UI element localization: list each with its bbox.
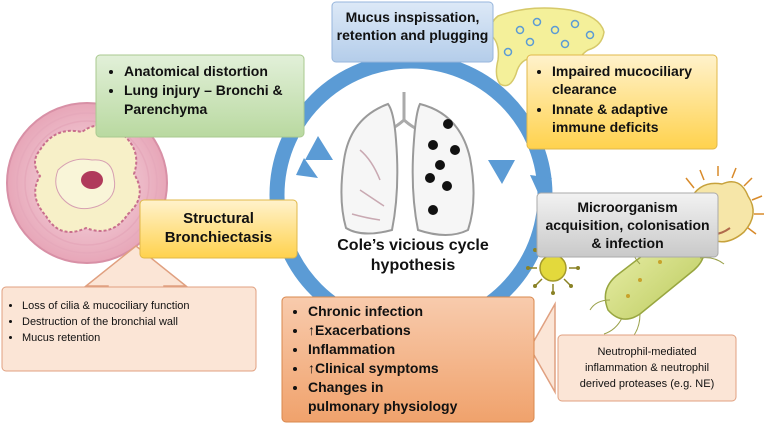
lesion-dot: [442, 181, 452, 191]
mucus-box: Mucus inspissation, retention and pluggi…: [332, 8, 493, 44]
center-title-line1: Cole’s vicious cycle: [337, 237, 489, 254]
loss-item: Mucus retention: [22, 330, 254, 346]
cycle-arrow-right: [488, 160, 515, 184]
lesion-dot: [428, 205, 438, 215]
chronic-item: ↑Exacerbations: [308, 321, 458, 340]
neutrophil-box-bg: [557, 334, 737, 402]
bronchial-cross-section-icon: [6, 102, 168, 264]
loss-item: Destruction of the bronchial wall: [22, 314, 254, 330]
lungs-icon: [340, 92, 475, 236]
lesion-dot: [428, 140, 438, 150]
structural-line2: Bronchiectasis: [164, 229, 273, 246]
chronic-box: Chronic infection ↑Exacerbations Inflamm…: [288, 302, 458, 416]
center-title-line2: hypothesis: [370, 257, 456, 274]
cycle-circle: [269, 53, 553, 337]
cycle-arrow-west: [296, 158, 318, 178]
lesion-dot: [425, 173, 435, 183]
cycle-arrow-left: [305, 136, 333, 160]
micro-line2: acquisition, colonisation: [545, 217, 710, 233]
structural-box: Structural Bronchiectasis: [140, 209, 297, 247]
anatomical-item: Anatomical distortion: [124, 62, 300, 81]
chronic-item: Changes in pulmonary physiology: [308, 378, 458, 416]
mucus-line2: retention and plugging: [336, 27, 489, 43]
impaired-box: Impaired mucociliary clearance Innate & …: [532, 62, 714, 136]
chronic-item: ↑Clinical symptoms: [308, 359, 458, 378]
structural-box-bg: [139, 199, 298, 259]
center-title: Cole’s vicious cycle hypothesis: [328, 236, 498, 276]
anatomical-box-bg: [95, 54, 305, 138]
chronic-box-bg: [281, 296, 535, 423]
lesion-dot: [450, 145, 460, 155]
lesion-dot: [443, 119, 453, 129]
chronic-item: Chronic infection: [308, 302, 458, 321]
mucus-line1: Mucus inspissation,: [345, 9, 480, 25]
micro-line1: Microorganism: [577, 199, 678, 215]
structural-line1: Structural: [183, 210, 254, 227]
impaired-box-bg: [526, 54, 718, 150]
loss-box: Loss of cilia & mucociliary function Des…: [6, 298, 254, 346]
anatomical-box: Anatomical distortion Lung injury – Bron…: [104, 62, 300, 119]
impaired-item: Innate & adaptive immune deficits: [552, 100, 714, 136]
impaired-item: Impaired mucociliary clearance: [552, 62, 714, 98]
cycle-arrow-east: [530, 175, 552, 197]
anatomical-item: Lung injury – Bronchi & Parenchyma: [124, 81, 300, 119]
mucus-box-bg: [331, 1, 494, 63]
neutrophil-line1: Neutrophil-mediated: [597, 346, 697, 358]
micro-box-bg: [536, 192, 719, 258]
neutrophil-line2: inflammation & neutrophil: [584, 362, 710, 374]
chronic-item: Inflammation: [308, 340, 458, 359]
loss-item: Loss of cilia & mucociliary function: [22, 298, 254, 314]
micro-box: Microorganism acquisition, colonisation …: [537, 198, 718, 252]
left-arrow-shape: [529, 301, 556, 395]
neutrophil-line3: derived proteases (e.g. NE): [579, 378, 715, 390]
neutrophil-box: Neutrophil-mediated inflammation & neutr…: [558, 344, 736, 392]
loss-box-bg: [1, 286, 257, 372]
lesion-dot: [435, 160, 445, 170]
micro-line3: & infection: [591, 235, 664, 251]
